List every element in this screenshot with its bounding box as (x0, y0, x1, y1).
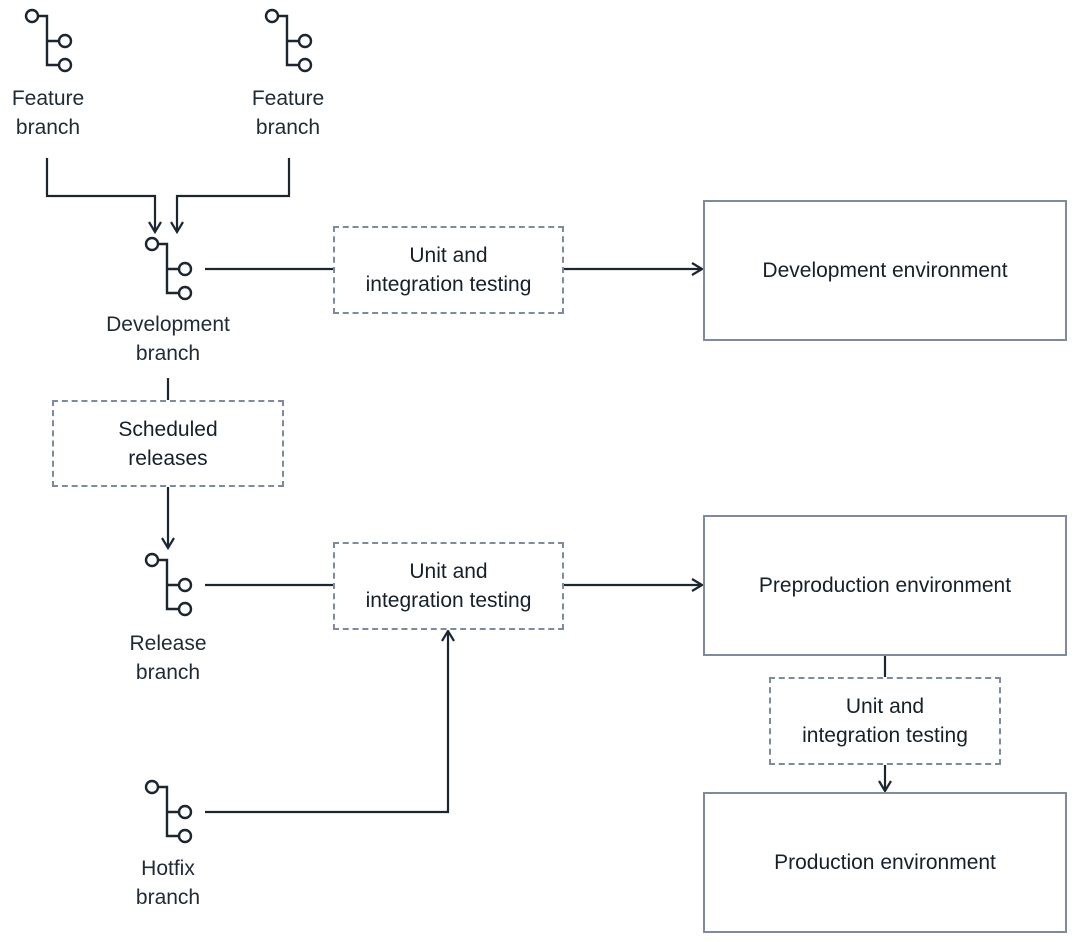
release-branch-label-line1: Release (129, 632, 207, 655)
development-branch-label: Development branch (78, 310, 258, 368)
testing-box-line2: integration testing (802, 724, 968, 747)
scheduled-box-line1: Scheduled (118, 417, 218, 441)
git-branch-icon (142, 550, 193, 617)
feature-branch-label: Feature branch (240, 84, 336, 142)
production-environment-label: Production environment (774, 851, 996, 874)
production-environment-box: Production environment (703, 792, 1067, 933)
testing-box-line2: integration testing (365, 589, 532, 612)
hotfix-branch-label-line1: Hotfix (141, 857, 195, 880)
unit-integration-testing-box: Unit and integration testing (333, 226, 564, 314)
development-branch-label-line2: branch (135, 342, 201, 365)
hotfix-to-testing-connector (205, 631, 448, 814)
preproduction-environment-label: Preproduction environment (758, 574, 1012, 597)
release-branch-label-line2: branch (135, 661, 201, 684)
hotfix-branch-label: Hotfix branch (98, 854, 238, 912)
release-branch-label: Release branch (98, 629, 238, 687)
git-branch-icon (142, 777, 193, 844)
testing-box-line2: integration testing (365, 273, 532, 296)
testing-box-line1: Unit and (845, 695, 925, 718)
git-branch-icon (22, 6, 73, 73)
development-branch-label-line1: Development (106, 313, 230, 336)
scheduled-box-line2: releases (128, 446, 208, 470)
preproduction-environment-box: Preproduction environment (703, 515, 1067, 656)
unit-integration-testing-box: Unit and integration testing (333, 542, 564, 630)
feature-branch-label-line1: Feature (11, 87, 85, 110)
testing-box-line1: Unit and (409, 244, 488, 267)
hotfix-branch-label-line2: branch (135, 886, 201, 909)
development-environment-label: Development environment (762, 259, 1008, 282)
feature2-to-dev-connector (177, 158, 291, 232)
feature-branch-label: Feature branch (0, 84, 96, 142)
feature-branch-label-line2: branch (15, 116, 81, 139)
feature1-to-dev-connector (45, 158, 155, 232)
git-branch-icon (142, 234, 193, 301)
git-branch-icon (262, 6, 313, 73)
development-environment-box: Development environment (703, 200, 1067, 341)
testing-box-line1: Unit and (409, 560, 488, 583)
feature-branch-label-line2: branch (255, 116, 321, 139)
unit-integration-testing-box: Unit and integration testing (769, 677, 1001, 765)
scheduled-releases-box: Scheduled releases (52, 400, 284, 487)
feature-branch-label-line1: Feature (251, 87, 325, 110)
